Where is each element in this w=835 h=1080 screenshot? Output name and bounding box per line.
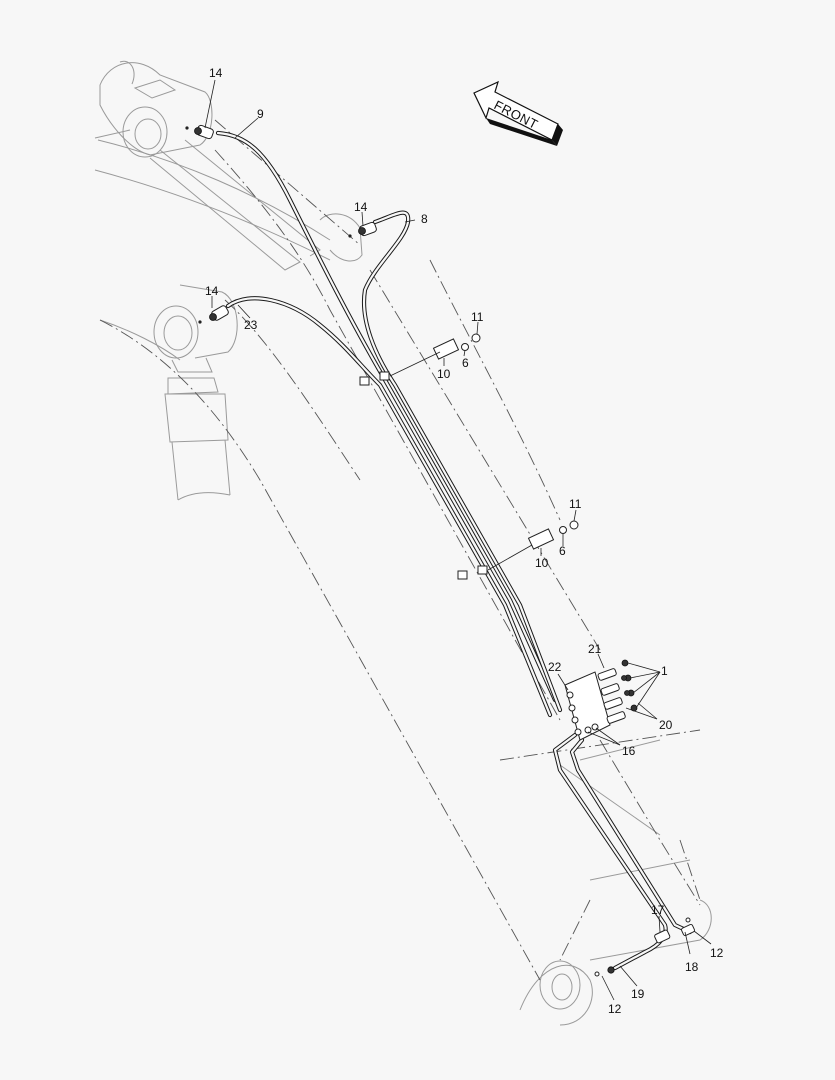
callout-11-upper: 11 bbox=[471, 310, 484, 324]
callout-14-lower: 14 bbox=[205, 284, 219, 298]
callout-16: 16 bbox=[622, 744, 636, 758]
callout-14-middle: 14 bbox=[354, 200, 368, 214]
callout-6-lower: 6 bbox=[559, 544, 566, 558]
callout-14-top: 14 bbox=[209, 66, 223, 80]
callout-12-left: 12 bbox=[608, 1002, 622, 1016]
callout-17: 17 bbox=[651, 903, 665, 917]
front-direction-arrow: FRONT bbox=[473, 80, 563, 146]
callout-12-right: 12 bbox=[710, 946, 724, 960]
callout-22: 22 bbox=[548, 660, 562, 674]
callout-10-upper: 10 bbox=[437, 367, 451, 381]
boom-structure bbox=[94, 60, 712, 1026]
fittings bbox=[185, 124, 695, 977]
callout-19: 19 bbox=[631, 987, 645, 1001]
callout-8: 8 bbox=[421, 212, 428, 226]
callout-1: 1 bbox=[661, 664, 668, 678]
hose-lines bbox=[215, 130, 693, 971]
callout-23: 23 bbox=[244, 318, 258, 332]
leader-lines bbox=[204, 79, 712, 1001]
callout-9: 9 bbox=[257, 107, 264, 121]
callout-10-lower: 10 bbox=[535, 556, 549, 570]
callout-21: 21 bbox=[588, 642, 602, 656]
callout-20: 20 bbox=[659, 718, 673, 732]
callout-labels: 14 9 14 8 14 23 11 6 10 11 6 10 21 22 1 … bbox=[205, 66, 724, 1016]
callout-11-lower: 11 bbox=[569, 497, 582, 511]
callout-18: 18 bbox=[685, 960, 699, 974]
boom-centerlines bbox=[99, 119, 701, 981]
callout-6-upper: 6 bbox=[462, 356, 469, 370]
